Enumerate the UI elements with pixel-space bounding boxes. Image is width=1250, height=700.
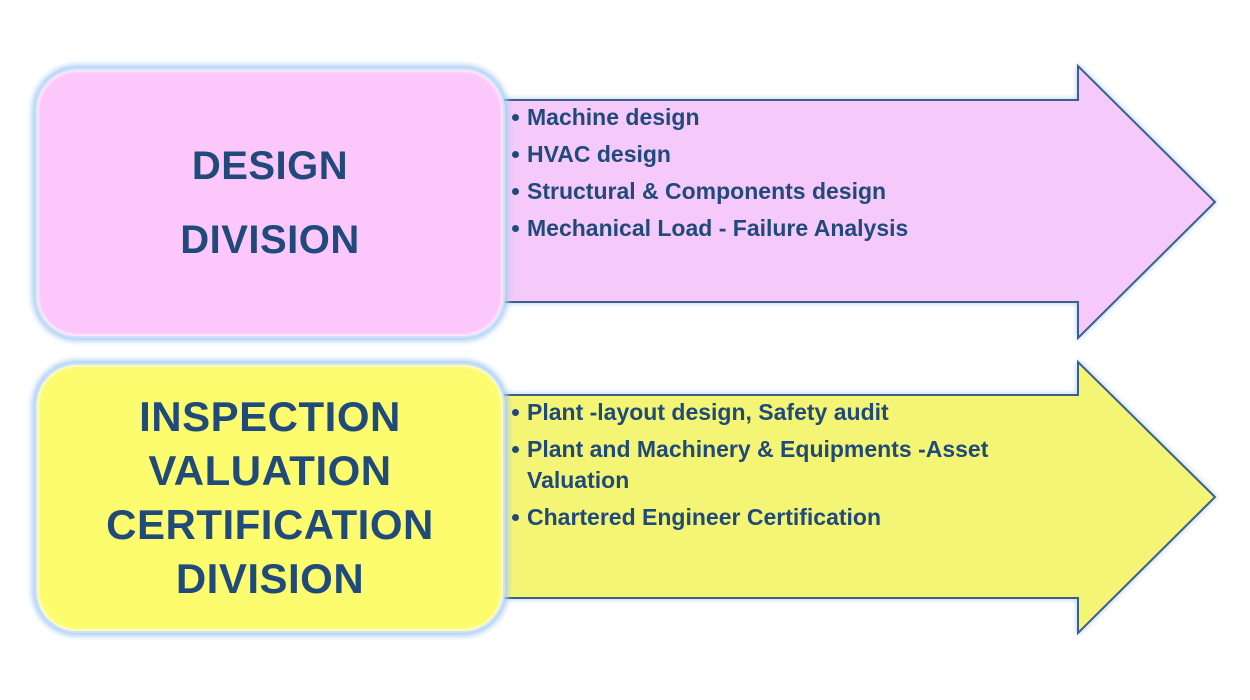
list-item: Machine design xyxy=(510,102,908,133)
design-division-title-line-1: DESIGN xyxy=(191,144,349,188)
inspection-arrow xyxy=(489,359,1217,636)
list-item: Plant -layout design, Safety audit xyxy=(510,397,988,428)
inspection-division-title-line-4: DIVISION xyxy=(175,555,365,602)
design-arrow xyxy=(489,63,1217,341)
design-division-box: DESIGN DIVISION xyxy=(35,68,505,338)
inspection-division-title-line-2: VALUATION xyxy=(148,447,392,494)
list-item-line-1: Plant and Machinery & Equipments -Asset xyxy=(527,436,989,462)
list-item-line-2: Valuation xyxy=(527,467,630,493)
design-division-title-line-2: DIVISION xyxy=(180,218,360,262)
list-item: Mechanical Load - Failure Analysis xyxy=(510,213,908,244)
inspection-division-title-line-1: INSPECTION xyxy=(139,393,401,440)
list-item: Chartered Engineer Certification xyxy=(510,502,988,533)
list-item: Structural & Components design xyxy=(510,176,908,207)
inspection-division-title-line-3: CERTIFICATION xyxy=(106,501,434,548)
inspection-services-list: Plant -layout design, Safety audit Plant… xyxy=(510,397,988,539)
inspection-division-box: INSPECTION VALUATION CERTIFICATION DIVIS… xyxy=(35,363,505,633)
design-services-list: Machine design HVAC design Structural & … xyxy=(510,102,908,250)
list-item: Plant and Machinery & Equipments -Asset … xyxy=(510,434,988,496)
list-item: HVAC design xyxy=(510,139,908,170)
